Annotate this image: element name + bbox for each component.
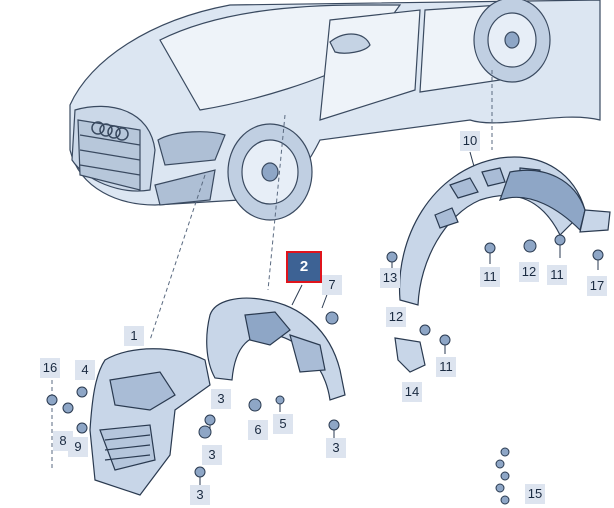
rear-wheelhouse-liner: [398, 156, 611, 306]
callout-part-11-c[interactable]: 11: [436, 357, 456, 377]
callout-part-9[interactable]: 9: [68, 437, 88, 457]
front-wheel: [227, 123, 313, 221]
front-wheelhouse-liner-rear: [206, 297, 346, 401]
callout-part-3[interactable]: 3: [211, 389, 231, 409]
callout-part-15[interactable]: 15: [525, 484, 545, 504]
callout-part-3-d[interactable]: 3: [190, 485, 210, 505]
front-wheelhouse-liner-front: [89, 348, 211, 496]
callout-part-14[interactable]: 14: [402, 382, 422, 402]
vehicle-illustration: [69, 0, 601, 221]
callout-part-12-b[interactable]: 12: [386, 307, 406, 327]
rear-wheel: [473, 0, 551, 83]
callout-part-6[interactable]: 6: [248, 420, 268, 440]
callout-part-5[interactable]: 5: [273, 414, 293, 434]
callout-part-3-c[interactable]: 3: [202, 445, 222, 465]
callout-part-3-b[interactable]: 3: [326, 438, 346, 458]
callout-part-10[interactable]: 10: [460, 131, 480, 151]
callout-part-4[interactable]: 4: [75, 360, 95, 380]
callout-part-13[interactable]: 13: [380, 268, 400, 288]
callout-part-1[interactable]: 1: [124, 326, 144, 346]
callout-part-7[interactable]: 7: [322, 275, 342, 295]
callout-part-2[interactable]: 2: [286, 251, 322, 283]
callout-part-11[interactable]: 11: [480, 267, 500, 287]
callout-part-16[interactable]: 16: [40, 358, 60, 378]
callout-part-12[interactable]: 12: [519, 262, 539, 282]
callout-part-11-b[interactable]: 11: [547, 265, 567, 285]
fasteners: [46, 234, 604, 505]
callout-part-17[interactable]: 17: [587, 276, 607, 296]
brand-rings: [91, 121, 129, 141]
bracket-part: [394, 337, 426, 373]
front-grille: [77, 119, 141, 191]
